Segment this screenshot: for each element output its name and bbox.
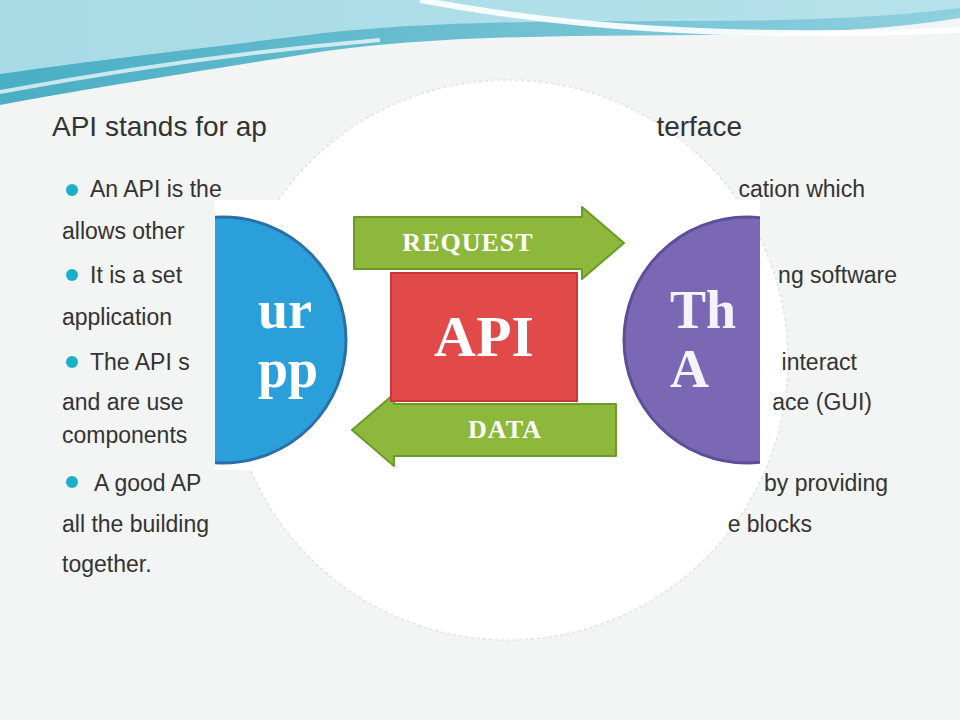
block-arrow (354, 207, 624, 279)
title-fragment: terface (656, 110, 742, 144)
overlay-circle (228, 80, 788, 640)
arrow-label: DATA (468, 415, 542, 445)
their-api-circle: Th A (622, 215, 760, 465)
bullet-text: components (62, 422, 187, 450)
bullet-text: together. (62, 551, 152, 579)
bullet-text: ng software (778, 262, 897, 290)
bullet-text: and are use (62, 389, 183, 417)
node-label: Th A (670, 281, 760, 400)
arrow-label: REQUEST (402, 228, 533, 258)
block-arrow (352, 394, 616, 466)
bullet-text: application (62, 304, 172, 332)
bullet-dot (66, 184, 78, 196)
bullet-text: cation which (738, 176, 865, 204)
app-circle: ur pp (215, 215, 348, 465)
bullet-text: interact (782, 349, 857, 377)
bullet-dot (66, 356, 78, 368)
circle-outline (624, 217, 760, 463)
bullet-text: all the building (62, 511, 209, 539)
bullet-dot (66, 476, 78, 488)
api-box: API (390, 272, 578, 402)
illustration-panel: ur pp API Th A REQUEST DATA (215, 200, 760, 470)
bullet-text: An API is the (90, 176, 222, 204)
bullet-text: by providing (764, 470, 888, 498)
box-outline (391, 273, 577, 401)
bullet-text: The API s (90, 349, 190, 377)
header-stripe (0, 40, 380, 92)
node-label: ur pp (258, 281, 348, 400)
node-text-holder: Th A (670, 281, 760, 400)
header-wave-light (0, 0, 960, 74)
slide-title: API stands for ap (52, 110, 267, 144)
node-label: API (434, 305, 534, 369)
bullet-dot (66, 269, 78, 281)
bullet-text: A good AP (94, 470, 201, 498)
node-text-holder: API (434, 305, 534, 369)
node-text-holder: ur pp (258, 281, 348, 400)
header-stripe (420, 0, 960, 33)
bullet-text: e blocks (728, 511, 812, 539)
bullet-text: allows other (62, 218, 185, 246)
bullet-text: It is a set (90, 262, 182, 290)
bullet-text: ace (GUI) (772, 389, 872, 417)
